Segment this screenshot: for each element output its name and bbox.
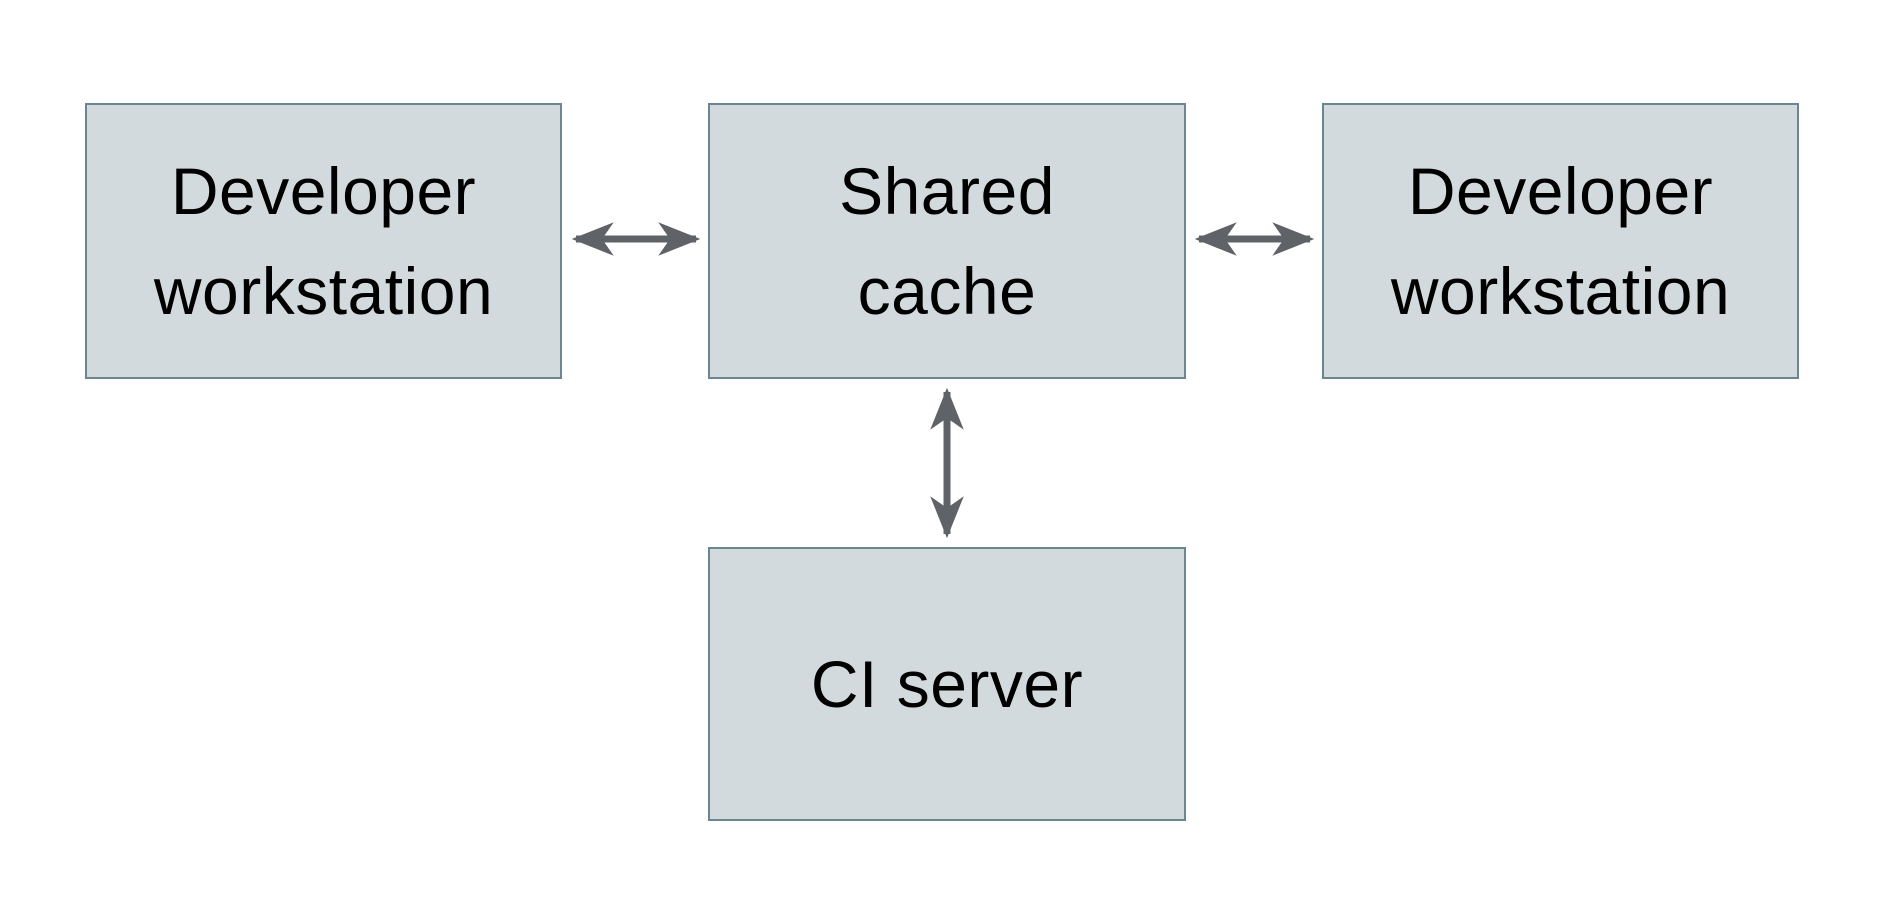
node-label: CI server	[810, 647, 1084, 721]
node-label: Developer workstation	[153, 154, 494, 328]
node-shared-cache: Shared cache	[708, 103, 1186, 379]
node-label: Developer workstation	[1390, 154, 1731, 328]
node-developer-workstation-left: Developer workstation	[85, 103, 562, 379]
node-label: Shared cache	[839, 154, 1055, 328]
node-developer-workstation-right: Developer workstation	[1322, 103, 1799, 379]
node-ci-server: CI server	[708, 547, 1186, 821]
